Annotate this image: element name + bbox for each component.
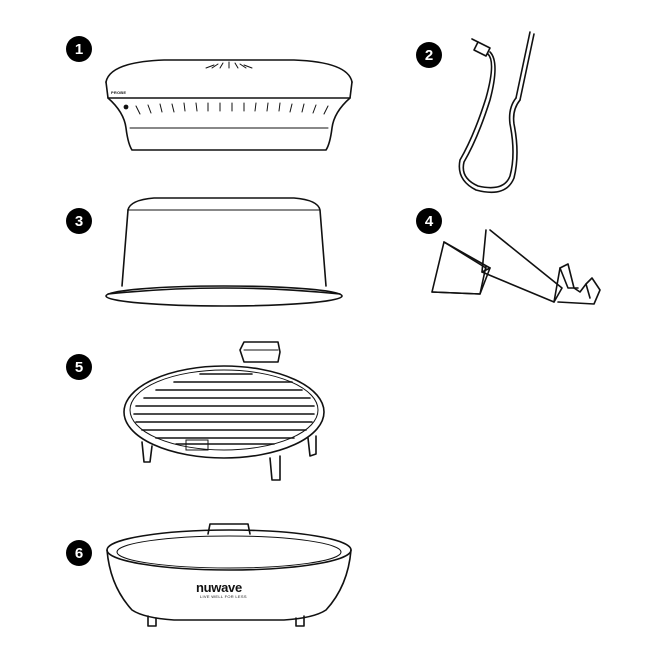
dome-holder-illustration — [430, 228, 608, 306]
dome-illustration — [104, 196, 344, 310]
probe-port-label: PROBE — [111, 90, 127, 95]
temperature-probe-illustration — [456, 28, 546, 200]
brand-tagline: LIVE WELL FOR LESS — [200, 594, 247, 599]
part-number-3: 3 — [66, 208, 92, 234]
nuwave-logo: nuwave — [196, 580, 242, 595]
part-number-1: 1 — [66, 36, 92, 62]
cooking-rack-illustration — [122, 336, 332, 484]
part-number-4: 4 — [416, 208, 442, 234]
part-number-5: 5 — [66, 354, 92, 380]
part-number-2: 2 — [416, 42, 442, 68]
part-number-6: 6 — [66, 540, 92, 566]
base-illustration — [104, 522, 354, 632]
power-head-illustration — [104, 52, 354, 156]
